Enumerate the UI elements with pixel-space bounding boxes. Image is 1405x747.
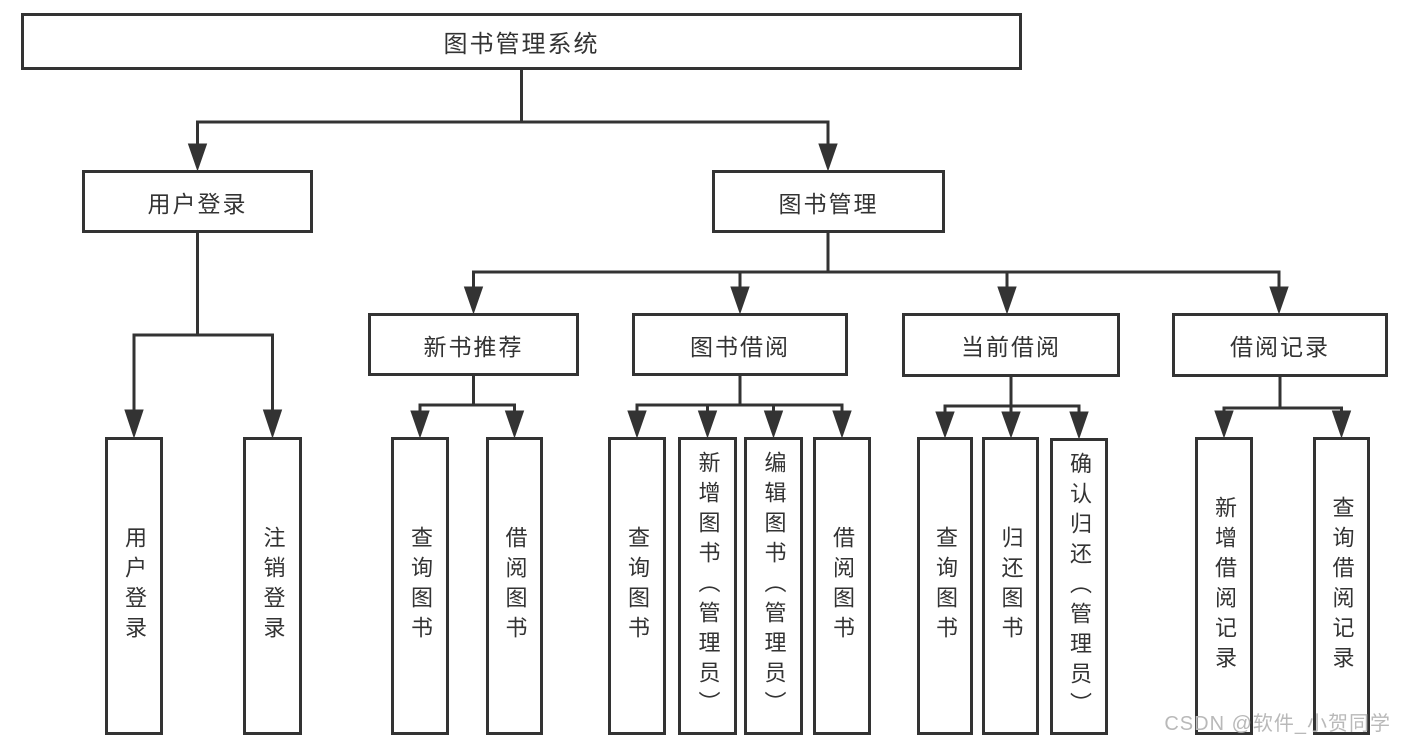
arrowhead (697, 410, 718, 439)
arrowhead (187, 143, 208, 172)
node-nb-borrow-books: 借阅图书 (486, 437, 543, 735)
arrowhead (730, 286, 750, 315)
connector-borrow-records-children (1214, 377, 1352, 439)
node-nb-query-books: 查询图书 (391, 437, 449, 735)
node-user-login-action: 用户登录 (105, 437, 163, 735)
arrowhead (763, 410, 784, 439)
node-current-borrow-label: 当前借阅 (961, 334, 1061, 360)
csdn-watermark: CSDN @软件_小贺同学 (1164, 713, 1391, 735)
arrowhead (1214, 410, 1234, 439)
node-cb-confirm-return-admin: 确认归还（管理员） (1050, 438, 1108, 735)
node-borrow-records: 借阅记录 (1172, 313, 1388, 377)
connector-root-to-level2 (187, 70, 838, 172)
connector-book-mgmt-to-level3 (463, 232, 1289, 315)
node-root: 图书管理系统 (21, 13, 1022, 70)
arrowhead (1331, 410, 1352, 439)
node-book-borrow-label: 图书借阅 (690, 333, 790, 360)
node-cb-return-books: 归还图书 (982, 437, 1039, 735)
node-logout-action: 注销登录 (243, 437, 302, 735)
node-book-borrow: 图书借阅 (632, 313, 848, 376)
connector-current-borrow-children (935, 377, 1089, 440)
arrowhead (410, 410, 430, 439)
node-current-borrow: 当前借阅 (902, 313, 1120, 377)
node-borrow-records-label: 借阅记录 (1230, 334, 1330, 360)
node-user-login-label: 用户登录 (147, 190, 248, 217)
node-book-management-label: 图书管理 (778, 190, 879, 217)
arrowhead (262, 409, 283, 439)
node-root-label: 图书管理系统 (443, 31, 600, 58)
node-new-book-recommend-label: 新书推荐 (423, 333, 524, 360)
arrowhead (832, 410, 852, 439)
node-cb-query-books: 查询图书 (917, 437, 973, 735)
connector-user-login-children (124, 233, 283, 439)
node-user-login: 用户登录 (82, 170, 313, 233)
arrowhead (935, 411, 955, 439)
node-new-book-recommend: 新书推荐 (368, 313, 579, 376)
arrowhead (1069, 411, 1089, 440)
arrowhead (627, 410, 647, 439)
arrowhead (818, 143, 838, 172)
arrowhead (1269, 286, 1289, 315)
arrowhead (1001, 411, 1021, 439)
arrowhead (997, 286, 1017, 315)
node-bb-borrow-books: 借阅图书 (813, 437, 871, 735)
arrowhead (504, 410, 525, 439)
node-book-management: 图书管理 (712, 170, 945, 233)
arrowhead (124, 409, 144, 439)
node-bb-query-books: 查询图书 (608, 437, 666, 735)
node-br-query-record: 查询借阅记录 (1313, 437, 1370, 735)
node-br-add-record: 新增借阅记录 (1195, 437, 1253, 735)
arrowhead (463, 286, 484, 315)
connector-book-borrow-children (627, 376, 852, 439)
connector-new-book-children (410, 376, 525, 439)
node-bb-edit-books-admin: 编辑图书（管理员） (744, 437, 803, 735)
node-bb-add-books-admin: 新增图书（管理员） (678, 437, 737, 735)
